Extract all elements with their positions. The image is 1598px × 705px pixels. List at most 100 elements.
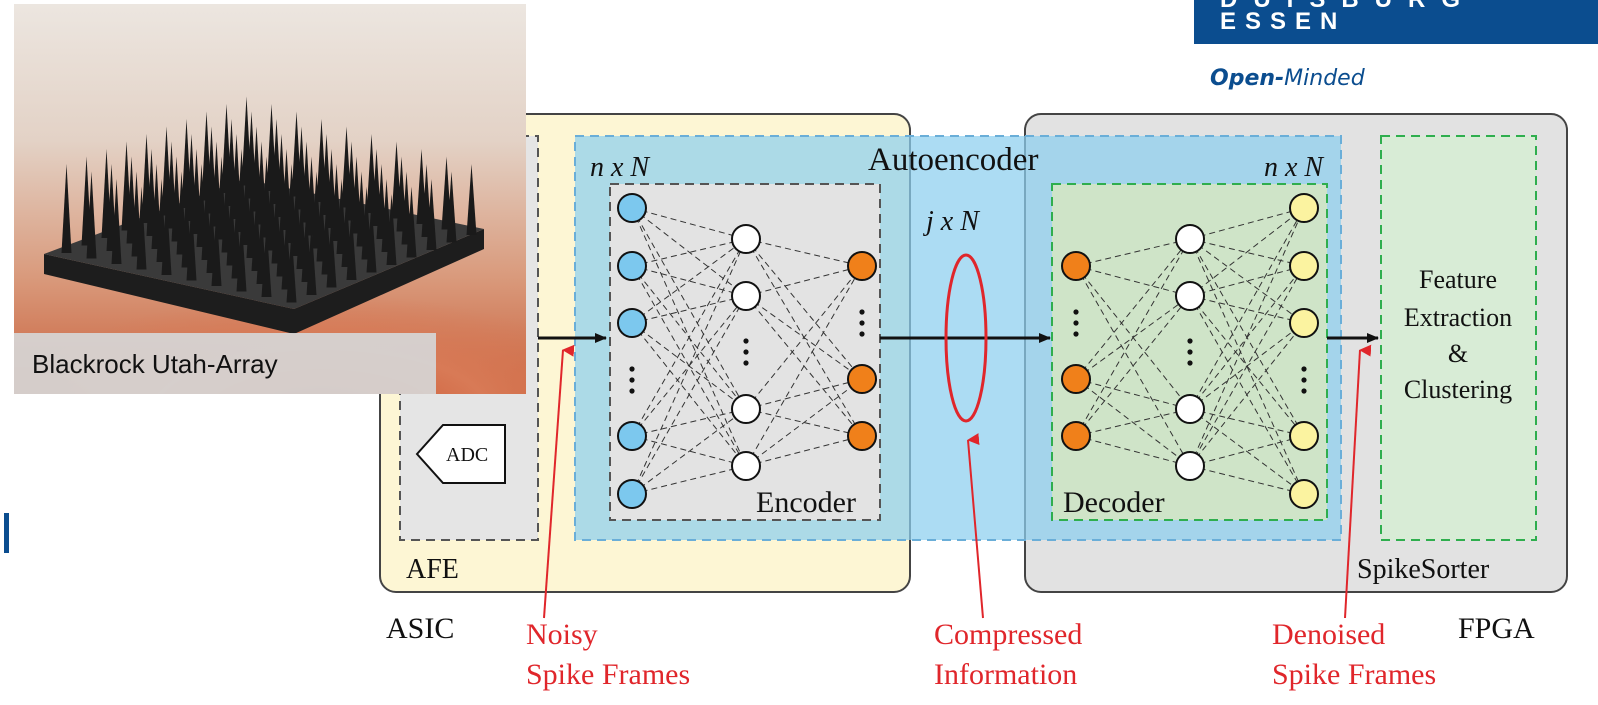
ellipsis-dot (743, 349, 749, 355)
feature-line-3: & (1448, 339, 1468, 368)
connection-line (1189, 238, 1305, 495)
ellipsis-dot (1073, 320, 1079, 326)
output-node (1289, 479, 1319, 509)
connection-line (745, 265, 863, 467)
noisy-line-1: Noisy (526, 618, 598, 651)
logo-essen: ESSEN (1220, 8, 1347, 35)
connection-line (745, 238, 863, 380)
input-node (617, 479, 647, 509)
asic-label: ASIC (386, 612, 454, 645)
connection-line (745, 378, 863, 467)
electrode-spike (316, 119, 327, 202)
latent-node (847, 421, 877, 451)
output-node (1289, 251, 1319, 281)
input-node (617, 421, 647, 451)
hidden-node (1175, 281, 1205, 311)
hidden-node (731, 451, 761, 481)
electrode-spike (266, 104, 277, 191)
connection-line (1189, 238, 1305, 324)
connection-line (745, 265, 863, 410)
ellipsis-dot (629, 388, 635, 394)
connection-line (1189, 207, 1305, 410)
connection-line (631, 295, 747, 495)
electrode-spike (366, 134, 377, 213)
compressed-line-2: Information (934, 658, 1077, 691)
ellipsis-dot (1073, 331, 1079, 337)
denoised-line-2: Spike Frames (1272, 658, 1436, 691)
electrode-spike (341, 126, 352, 208)
electrode-spike (466, 164, 477, 235)
logo-partial-line: DUISBURG (1220, 0, 1476, 14)
utah-array-illustration (44, 96, 484, 334)
network-nodes (617, 193, 1319, 509)
connection-line (1075, 295, 1191, 437)
latent-node (1061, 364, 1091, 394)
fpga-label: FPGA (1458, 612, 1535, 645)
logo-tagline: Open-Minded (1210, 66, 1365, 91)
network-connections (631, 207, 1305, 495)
hidden-node (1175, 394, 1205, 424)
hidden-node (731, 394, 761, 424)
latent-dim-label: j x N (923, 206, 980, 237)
accent-bar (4, 513, 9, 553)
input-node (617, 308, 647, 338)
decoder-label: Decoder (1063, 486, 1165, 519)
electrode-spikes (61, 96, 477, 303)
connection-line (631, 408, 747, 495)
feature-line-4: Clustering (1404, 375, 1512, 404)
electrode-spike (61, 164, 72, 253)
ellipsis-dot (1301, 366, 1307, 372)
latent-node (847, 251, 877, 281)
connection-line (1189, 408, 1305, 495)
latent-node (1061, 421, 1091, 451)
tagline-bold: Open- (1210, 66, 1285, 91)
adc-shape (415, 424, 506, 484)
array-base-side (44, 229, 484, 334)
ellipsis-dot (1187, 360, 1193, 366)
connection-line (1075, 238, 1191, 437)
afe-label: AFE (406, 554, 459, 585)
ellipsis-dot (1187, 349, 1193, 355)
connection-line (1189, 207, 1305, 297)
output-node (1289, 421, 1319, 451)
encoder-label: Encoder (756, 486, 856, 519)
spikesorter-label: SpikeSorter (1357, 554, 1490, 585)
input-node (617, 193, 647, 223)
connection-line (1075, 238, 1191, 380)
electrode-spike (161, 126, 172, 216)
connection-line (1189, 322, 1305, 467)
hidden-node (731, 224, 761, 254)
electrode-spike (181, 119, 192, 208)
ellipsis-dot (859, 320, 865, 326)
university-logo (1194, 0, 1598, 44)
ellipsis-dot (859, 309, 865, 315)
connection-line (631, 238, 747, 324)
ellipsis-dot (629, 377, 635, 383)
electrode-spike (241, 96, 252, 186)
electrode-spike (221, 104, 232, 193)
tagline-rest: Minded (1284, 66, 1365, 91)
hidden-node (1175, 451, 1205, 481)
ellipsis-dot (743, 338, 749, 344)
output-node (1289, 193, 1319, 223)
electrode-spike (141, 134, 152, 223)
compressed-line-1: Compressed (934, 618, 1082, 651)
adc-label: ADC (446, 444, 488, 466)
ellipsis-dot (1301, 388, 1307, 394)
feature-line-1: Feature (1419, 265, 1497, 294)
arrow-noisy (543, 344, 575, 619)
electrode-spike (121, 141, 132, 231)
ellipsis-dot (629, 366, 635, 372)
connection-line (1189, 207, 1305, 467)
arrow-denoised (1344, 344, 1372, 619)
ellipsis-dot (1187, 338, 1193, 344)
ellipsis-dot (1301, 377, 1307, 383)
connection-line (631, 207, 747, 410)
latent-ellipse (944, 253, 988, 423)
feature-line-2: Extraction (1404, 303, 1512, 332)
electrode-spike (101, 149, 112, 238)
photo-caption-text: Blackrock Utah-Array (32, 349, 278, 379)
output-node (1289, 308, 1319, 338)
latent-node (1061, 251, 1091, 281)
